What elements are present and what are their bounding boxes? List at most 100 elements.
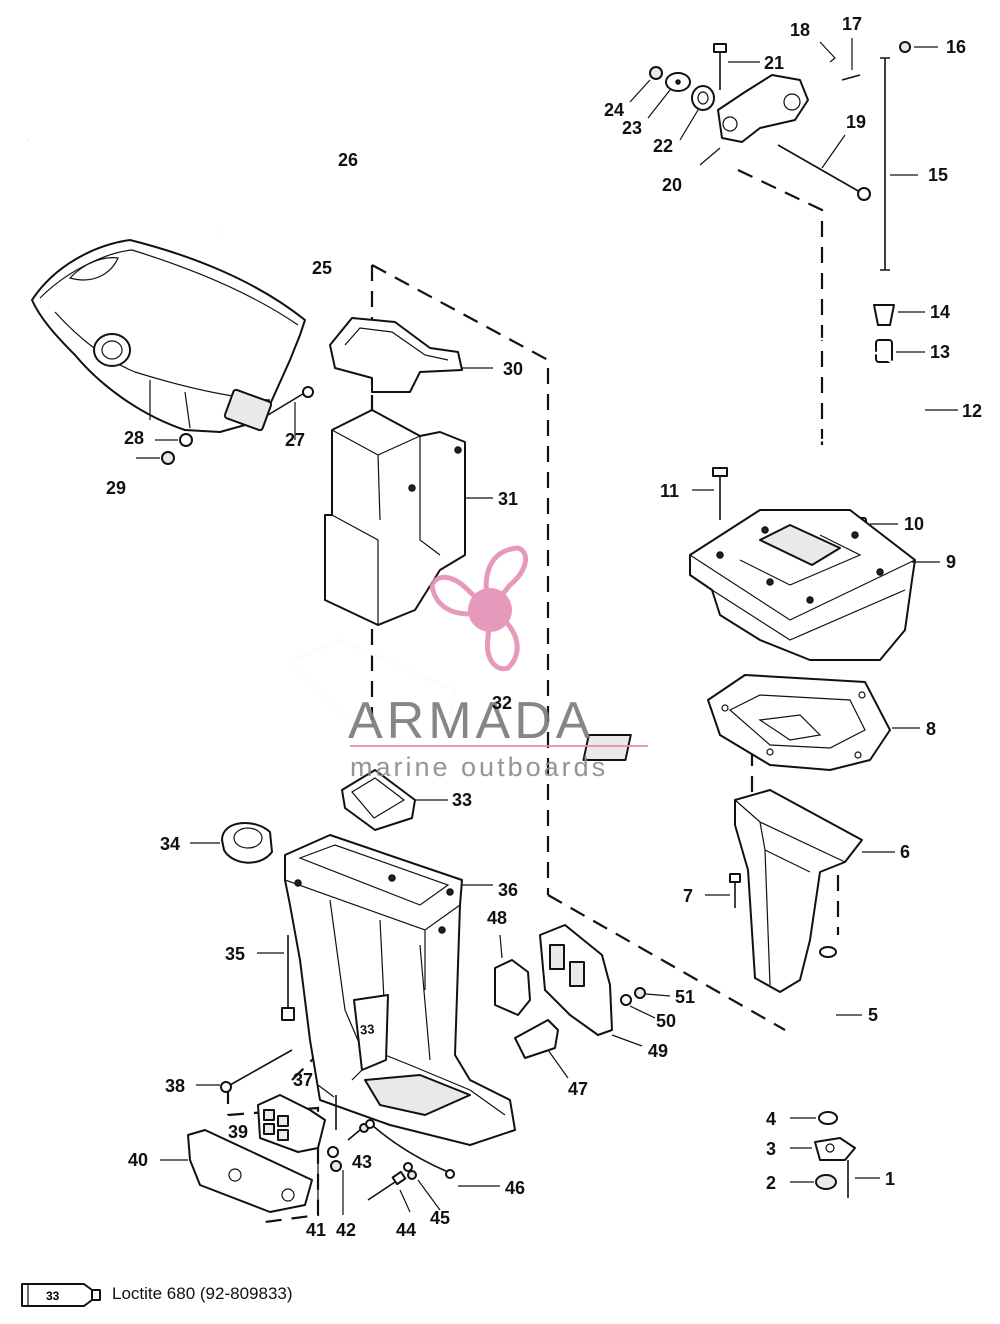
part-20-bracket: [699, 74, 809, 166]
legend-tube-icon: 33: [21, 1283, 101, 1307]
callout-11: 11: [660, 481, 679, 501]
part-32-gasket: [288, 638, 457, 747]
propeller-logo: [429, 545, 528, 672]
callout-5: 5: [868, 1005, 878, 1025]
callout-18: 18: [790, 20, 810, 40]
part-11-screw: [692, 467, 728, 520]
part-35-stud: [257, 935, 295, 1021]
part-28-washer: [155, 433, 193, 447]
callout-25: 25: [312, 258, 332, 278]
part-31-exhaust-tube: [324, 409, 493, 626]
callout-42: 42: [336, 1220, 356, 1240]
callout-10: 10: [904, 514, 924, 534]
armada-watermark: ARMADA marine outboards: [348, 545, 648, 782]
callout-31: 31: [498, 489, 518, 509]
callout-37: 37: [293, 1070, 313, 1090]
callout-1: 1: [885, 1169, 895, 1189]
callout-13: 13: [930, 342, 950, 362]
part-17-pin: [841, 38, 861, 81]
part-23-washer: [647, 72, 691, 119]
part-22-bushing: [679, 85, 715, 141]
tube-on-housing: [351, 994, 389, 1081]
part-45-washer: [403, 1162, 441, 1211]
callout-21: 21: [764, 53, 784, 73]
watermark-brand: ARMADA: [348, 692, 594, 750]
callout-48: 48: [487, 908, 507, 928]
part-16-nut: [899, 41, 938, 53]
callout-24: 24: [604, 100, 624, 120]
callout-3: 3: [766, 1139, 776, 1159]
callout-9: 9: [946, 552, 956, 572]
part-24-nut: [629, 66, 663, 103]
callout-14: 14: [930, 302, 950, 322]
callout-15: 15: [928, 165, 948, 185]
part-27-screw: [267, 386, 314, 440]
part-8-gasket: [707, 674, 920, 771]
callout-19: 19: [846, 112, 866, 132]
part-7-screw: [705, 873, 741, 908]
part-33-seal: [341, 769, 448, 831]
callout-50: 50: [656, 1011, 676, 1031]
part-5-bolt: [819, 946, 862, 1100]
callout-27: 27: [285, 430, 305, 450]
callout-41: 41: [306, 1220, 326, 1240]
callout-49: 49: [648, 1041, 668, 1061]
part-29-nut: [136, 451, 175, 465]
part-51-nut: [634, 987, 671, 999]
part-14-cap: [873, 304, 925, 326]
callout-17: 17: [842, 14, 862, 34]
callout-22: 22: [653, 136, 673, 156]
part-47-bracket: [514, 1019, 569, 1079]
callout-33: 33: [452, 790, 472, 810]
legend-text: Loctite 680 (92-809833): [112, 1284, 293, 1303]
part-44-bolt: [367, 1170, 411, 1213]
callout-47: 47: [568, 1079, 588, 1099]
part-41-42-43-hardware: [317, 1123, 369, 1215]
part-38-screw: [196, 1049, 293, 1093]
part-36-driveshaft-housing: [284, 834, 516, 1146]
callout-20: 20: [662, 175, 682, 195]
tube-on-housing-label: 33: [359, 1021, 375, 1037]
part-30-seal-plate: [329, 317, 493, 393]
callout-2: 2: [766, 1173, 776, 1193]
callout-36: 36: [498, 880, 518, 900]
callout-4: 4: [766, 1109, 776, 1129]
callout-16: 16: [946, 37, 966, 57]
callout-43: 43: [352, 1152, 372, 1172]
part-25-bottom-cowl: [31, 239, 306, 433]
callout-23: 23: [622, 118, 642, 138]
callout-40: 40: [128, 1150, 148, 1170]
part-18-clip: [819, 41, 836, 63]
part-21-screw: [713, 43, 760, 90]
callout-45: 45: [430, 1208, 450, 1228]
part-26-seal: [25, 73, 304, 234]
callout-29: 29: [106, 478, 126, 498]
part-50-washer: [620, 994, 656, 1019]
callout-labels: 1 2 3 4 5 6 7 8 9 10 11 12 13 14 15 16 1…: [106, 14, 982, 1240]
part-40-cover: [160, 1129, 313, 1213]
callout-32: 32: [492, 693, 512, 713]
callout-38: 38: [165, 1076, 185, 1096]
part-46-ground-strap: [365, 1119, 500, 1187]
callout-30: 30: [503, 359, 523, 379]
callout-12: 12: [962, 401, 982, 421]
watermark-tagline: marine outboards: [350, 752, 608, 782]
part-15-rod: [880, 57, 918, 271]
part-34-grommet: [190, 821, 273, 864]
callout-35: 35: [225, 944, 245, 964]
callout-34: 34: [160, 834, 180, 854]
part-48-block: [494, 934, 531, 1016]
callout-39: 39: [228, 1122, 248, 1142]
part-1-screw: [847, 1160, 880, 1198]
part-49-mount: [539, 924, 643, 1047]
callout-7: 7: [683, 886, 693, 906]
part-13-sleeve: [875, 339, 925, 363]
callout-28: 28: [124, 428, 144, 448]
callout-8: 8: [926, 719, 936, 739]
part-37-stud: [317, 1084, 337, 1130]
callout-51: 51: [675, 987, 695, 1007]
callout-46: 46: [505, 1178, 525, 1198]
part-3-mount: [790, 1137, 856, 1161]
callout-6: 6: [900, 842, 910, 862]
